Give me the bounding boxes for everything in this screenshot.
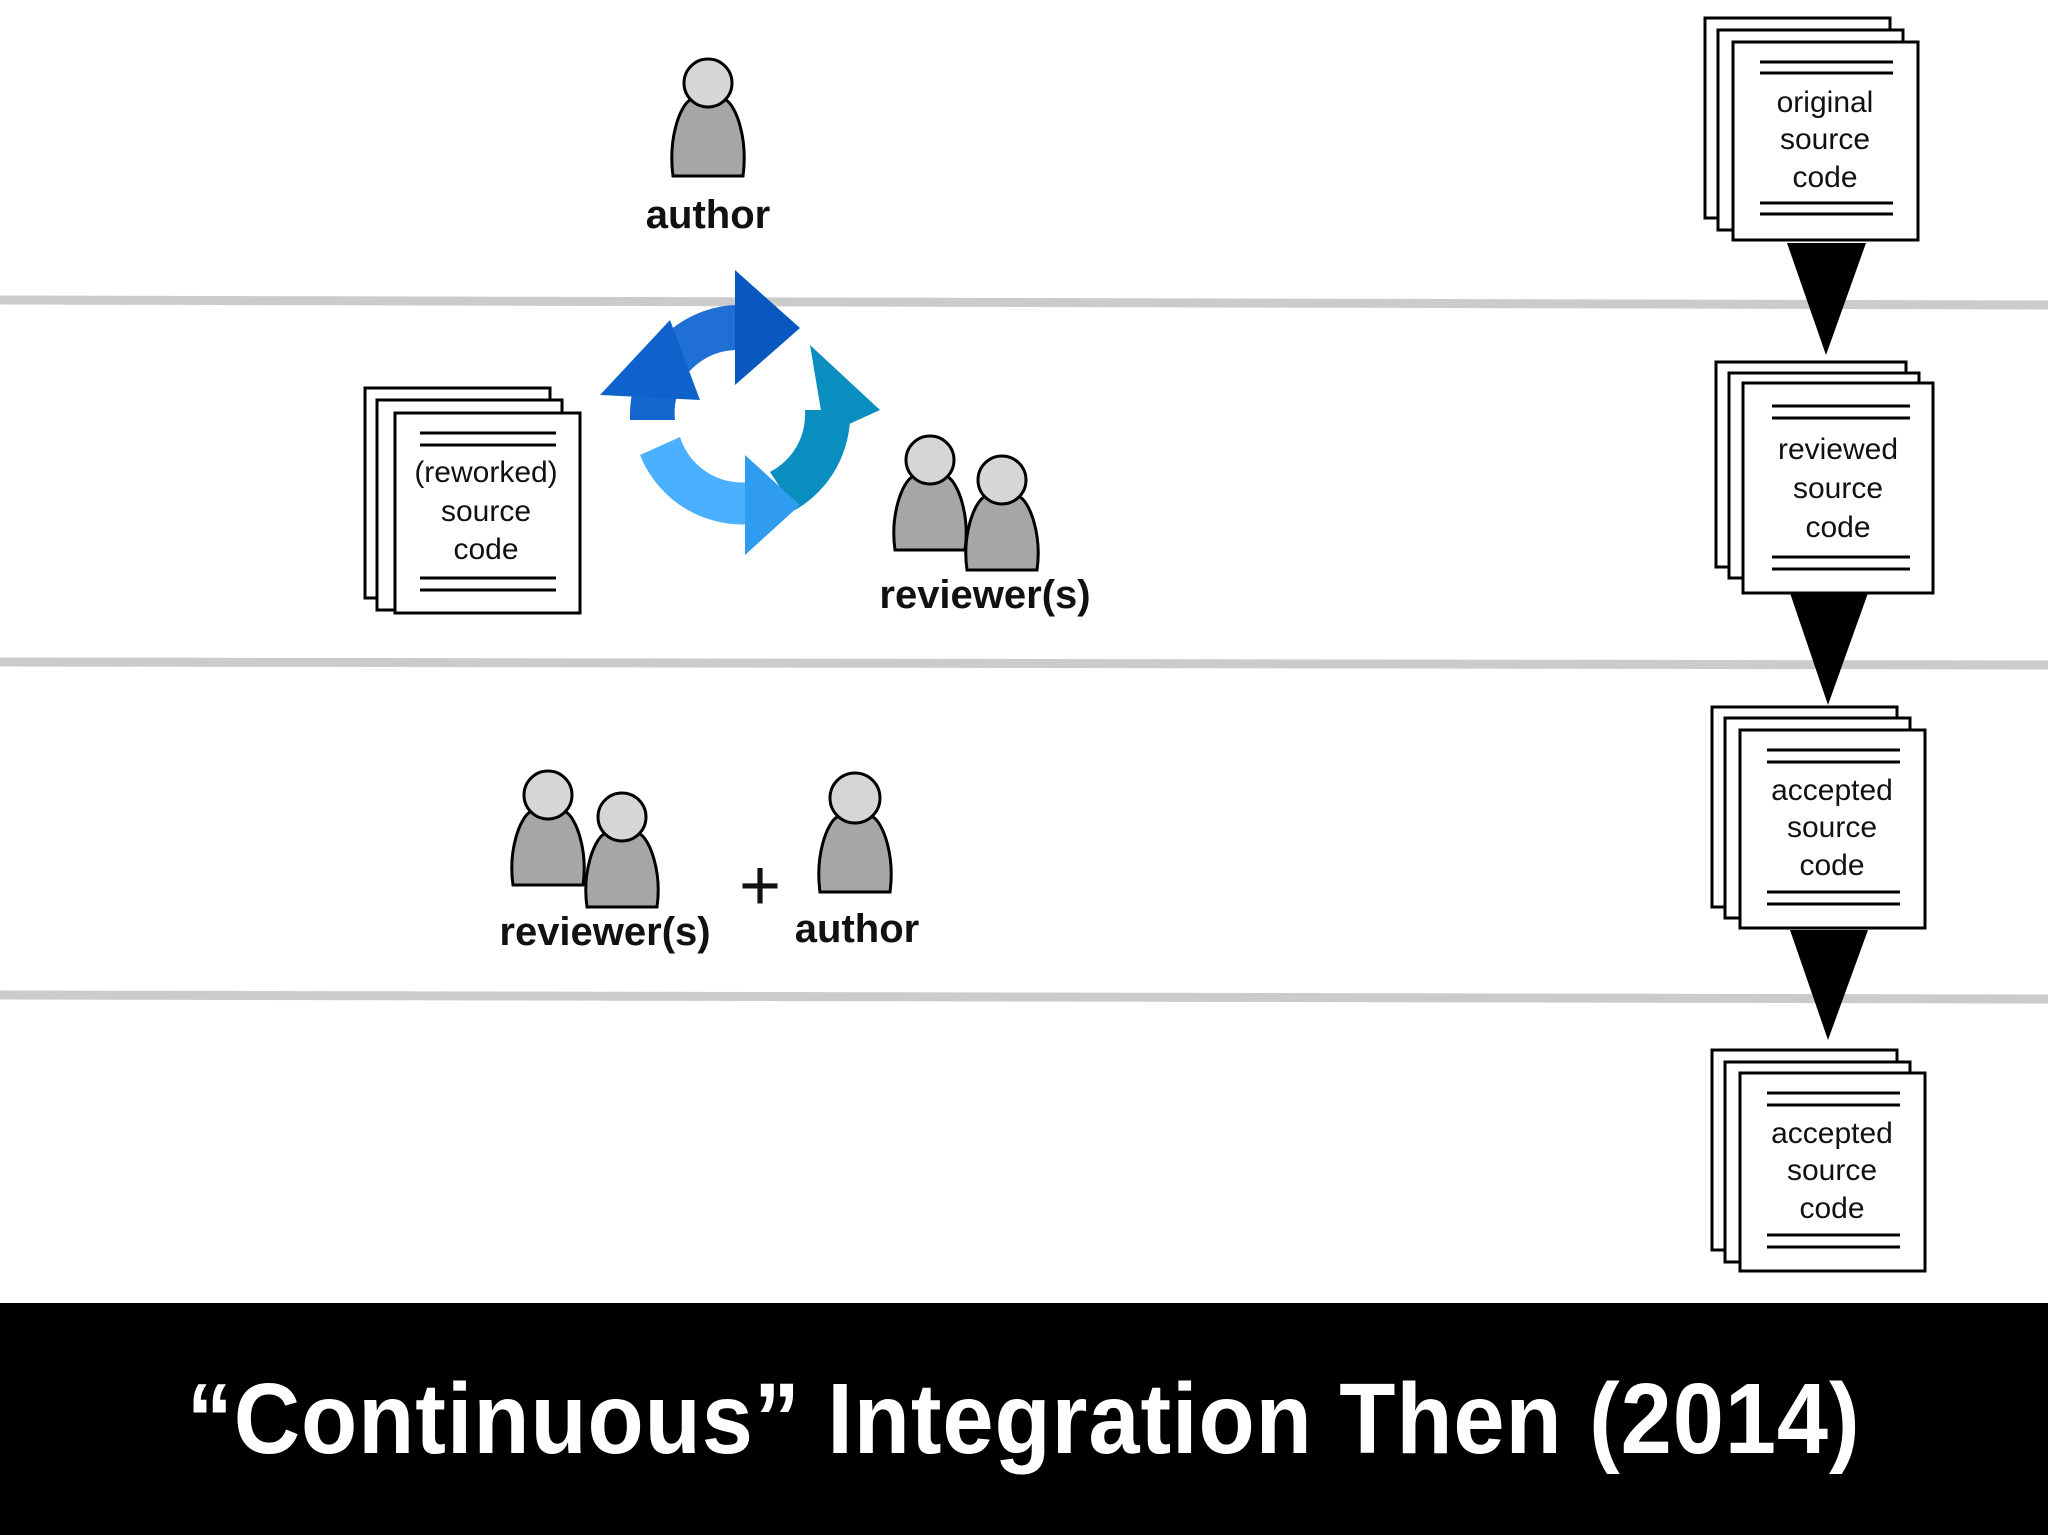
document-line: code <box>1805 511 1870 544</box>
pipeline-document: accepted source code <box>1710 1048 1927 1273</box>
reviewers-label: reviewer(s) <box>499 910 710 954</box>
document-line: code <box>453 533 518 566</box>
document-line: source <box>1787 1154 1877 1187</box>
document-line: source <box>1780 123 1870 156</box>
reworked-source-code-document: (reworked) source code <box>363 386 582 615</box>
divider-line <box>0 295 2048 310</box>
document-line: source <box>1793 472 1883 505</box>
author-icon <box>817 771 893 894</box>
document-line: accepted <box>1771 1117 1893 1150</box>
author-label: author <box>795 907 919 951</box>
pipeline-document: accepted source code <box>1710 705 1927 930</box>
divider-line <box>0 657 2048 670</box>
flow-arrow <box>1790 930 1868 1040</box>
document-line: original <box>1777 86 1874 119</box>
document-line: code <box>1799 1192 1864 1225</box>
slide-title: “Continuous” Integration Then (2014) <box>187 1362 1861 1475</box>
document-line: (reworked) <box>414 456 557 489</box>
document-line: reviewed <box>1778 433 1898 466</box>
pipeline: original source code reviewed source cod… <box>1703 16 1935 1273</box>
flow-arrow <box>1790 593 1868 705</box>
document-line: accepted <box>1771 774 1893 807</box>
flow-arrow <box>1787 243 1866 355</box>
divider-line <box>0 990 2048 1004</box>
document-line: code <box>1792 161 1857 194</box>
title-bar: “Continuous” Integration Then (2014) <box>0 1303 2048 1535</box>
author-icon <box>670 57 746 178</box>
plus-sign: + <box>739 846 781 926</box>
reviewers-label: reviewer(s) <box>879 573 1090 617</box>
document-line: code <box>1799 849 1864 882</box>
reviewers-icon <box>510 769 660 909</box>
pipeline-document: original source code <box>1703 16 1920 242</box>
reviewers-icon <box>892 434 1040 572</box>
circular-arrows-icon <box>600 270 880 555</box>
author-label: author <box>646 193 770 237</box>
document-line: source <box>441 495 531 528</box>
document-line: source <box>1787 811 1877 844</box>
pipeline-document: reviewed source code <box>1714 360 1935 595</box>
